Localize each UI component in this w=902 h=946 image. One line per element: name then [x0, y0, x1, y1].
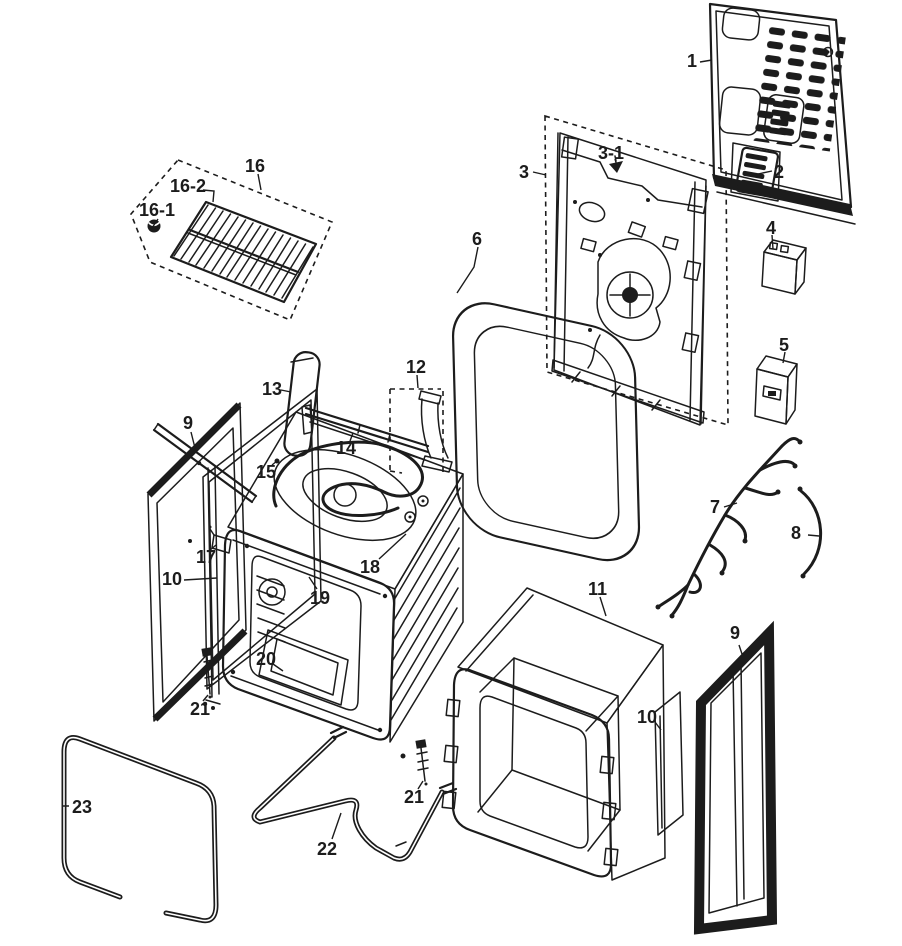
callout-10-left: 10	[162, 569, 183, 589]
callout-9-right: 9	[730, 623, 741, 643]
callout-15: 15	[256, 462, 277, 482]
callout-2: 2	[774, 162, 785, 182]
part-1-back-cover	[708, 2, 856, 225]
part-8-wire-arc	[797, 486, 823, 579]
callout-4: 4	[766, 218, 777, 238]
part-13-vent-tube	[283, 351, 321, 457]
callout-12: 12	[406, 357, 427, 377]
part-3-rear-panel-assembly	[544, 114, 729, 427]
callout-13: 13	[262, 379, 283, 399]
part-17-bracket	[205, 465, 232, 710]
part-10-inner-panel-left	[188, 388, 322, 707]
part-2-vent-cover	[730, 142, 781, 202]
part-20-bottom-pan	[258, 629, 349, 706]
callout-9-left: 9	[183, 413, 194, 433]
callout-20: 20	[256, 649, 277, 669]
callout-18: 18	[360, 557, 381, 577]
callout-5: 5	[779, 335, 790, 355]
callout-16: 16	[245, 156, 266, 176]
part-12-duct	[389, 388, 453, 474]
part-10-inner-panel-right	[654, 691, 684, 836]
part-18-broil-element	[272, 440, 424, 517]
callout-21-right: 21	[404, 787, 425, 807]
part-4-bracket	[761, 239, 807, 295]
callout-3-1: 3-1	[598, 143, 625, 163]
part-7-wire-harness	[655, 437, 803, 619]
callout-19: 19	[310, 588, 331, 608]
callout-21-left: 21	[190, 699, 211, 719]
part-21-screw-left	[201, 647, 214, 699]
part-16-2-oven-rack	[169, 200, 318, 304]
callout-6: 6	[472, 229, 483, 249]
part-9-side-panel-left	[146, 402, 248, 722]
callout-3: 3	[519, 162, 530, 182]
part-5-bracket	[754, 355, 798, 425]
callout-16-2: 16-2	[170, 176, 207, 196]
part-6-door-glass	[451, 302, 641, 562]
callout-17: 17	[196, 547, 217, 567]
callout-10-right: 10	[637, 707, 658, 727]
callout-1: 1	[687, 51, 698, 71]
part-14-top-rail	[301, 404, 430, 461]
callout-11: 11	[588, 579, 608, 599]
callout-14: 14	[336, 438, 357, 458]
part-9-side-panel-right	[693, 620, 778, 935]
callout-23: 23	[72, 797, 93, 817]
callout-leader-lines	[63, 59, 820, 840]
part-19-cavity-liner	[256, 575, 286, 643]
callout-22: 22	[317, 839, 338, 859]
part-11-outer-case	[441, 587, 684, 881]
part-16-rack-assembly	[130, 159, 334, 322]
part-22-bake-element	[251, 725, 458, 862]
part-21-screw-right	[400, 739, 429, 786]
callout-16-1: 16-1	[139, 200, 176, 220]
callout-8: 8	[791, 523, 802, 543]
cavity-assembly	[221, 411, 464, 743]
callout-7: 7	[710, 497, 721, 517]
part-23-door-gasket	[61, 735, 219, 924]
